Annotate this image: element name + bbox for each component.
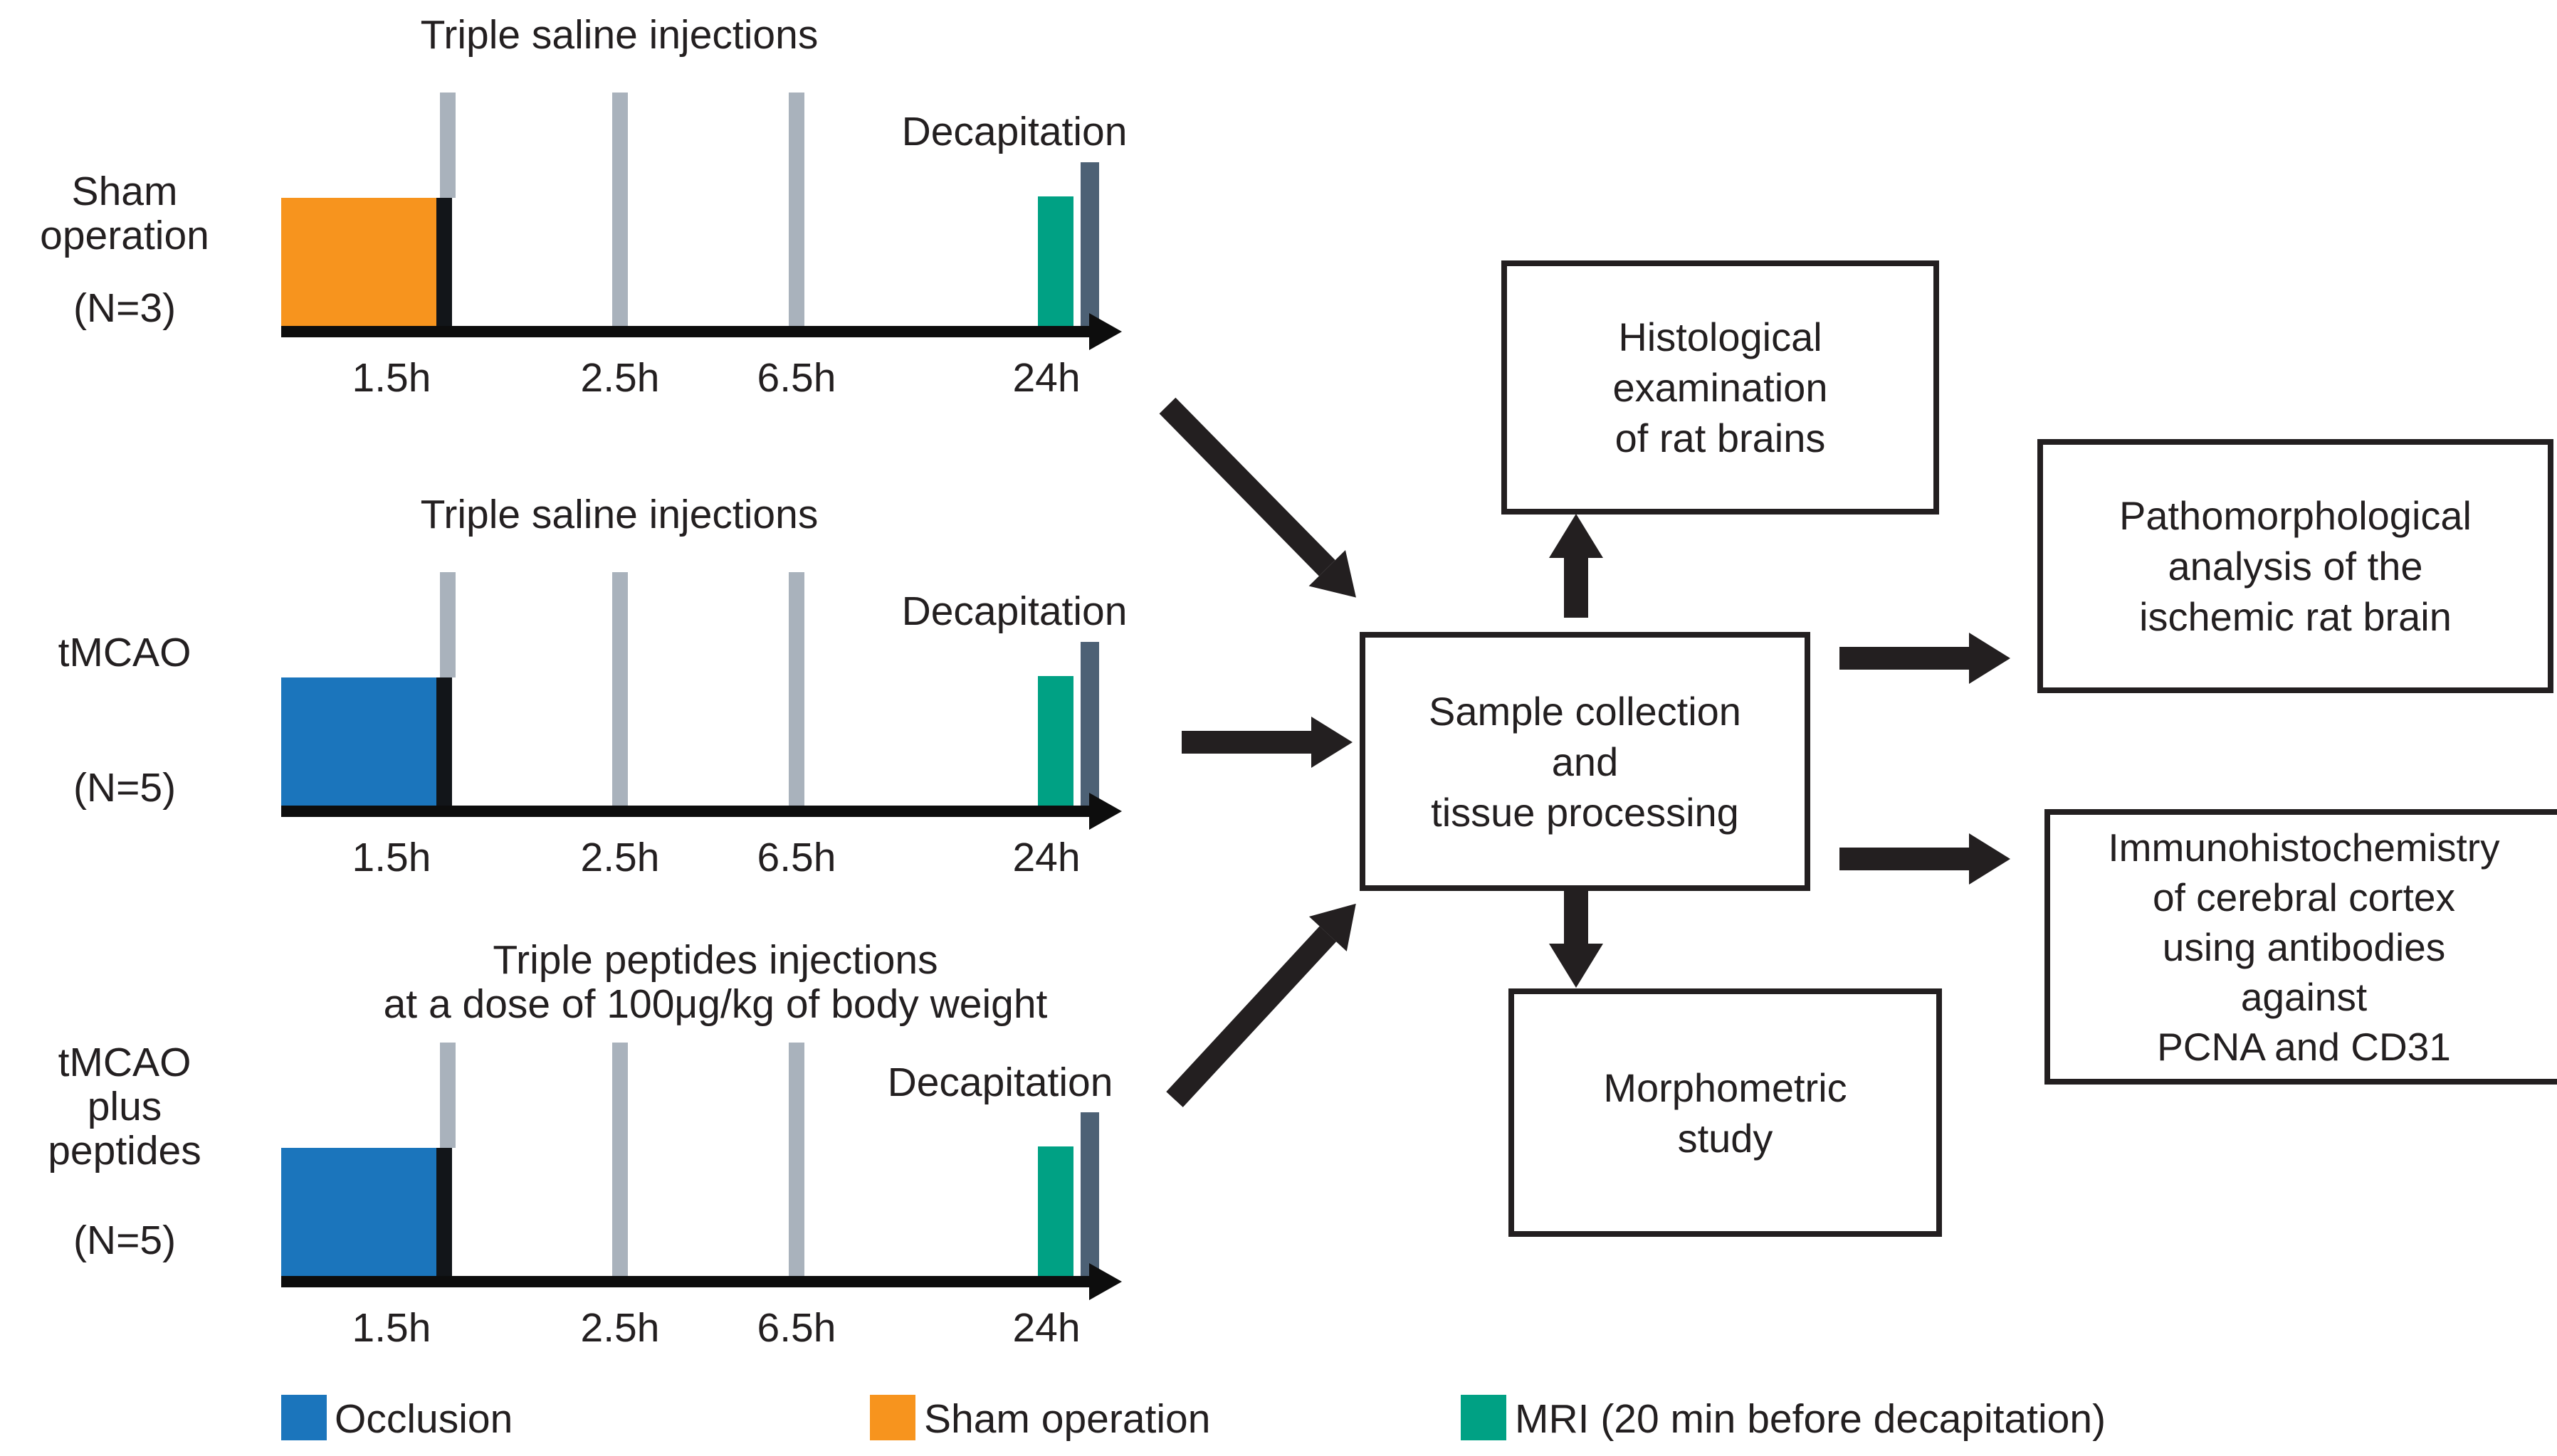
arrow-mid-icon — [1182, 717, 1353, 768]
block-edge — [436, 1148, 452, 1276]
timeline-arrowhead-icon — [1089, 1263, 1122, 1300]
tick-label: 24h — [1012, 835, 1081, 880]
timeline-arrowhead-icon — [1089, 313, 1122, 350]
legend-label: MRI (20 min before decapitation) — [1515, 1396, 2106, 1442]
occlusion-block — [281, 677, 438, 806]
group-label: tMCAO plus peptides — [48, 1040, 201, 1173]
row-title: Triple peptides injections at a dose of … — [383, 937, 1048, 1027]
arrow-diag-bottom-icon — [1156, 886, 1375, 1117]
timeline-arrowhead-icon — [1089, 793, 1122, 830]
injection-bar — [789, 93, 804, 326]
timeline-axis — [281, 806, 1091, 817]
injection-bar — [612, 572, 628, 806]
legend-swatch-occlusion — [281, 1395, 327, 1440]
tick-label: 2.5h — [580, 355, 660, 401]
decapitation-bar — [1081, 1112, 1099, 1286]
decapitation-label: Decapitation — [901, 589, 1128, 634]
sample-box: Sample collection and tissue processing — [1360, 632, 1810, 891]
decapitation-bar — [1081, 162, 1099, 336]
legend-label: Occlusion — [335, 1396, 513, 1442]
immunohistochemistry-box: Immunohistochemistry of cerebral cortex … — [2044, 809, 2557, 1085]
tick-label: 1.5h — [352, 835, 431, 880]
tick-label: 24h — [1012, 1305, 1081, 1351]
legend-swatch-mri — [1461, 1395, 1506, 1440]
arrow-right-top-icon — [1839, 633, 2010, 684]
injection-bar — [789, 1043, 804, 1276]
morphometric-box: Morphometric study — [1508, 988, 1942, 1237]
timeline-axis — [281, 1276, 1091, 1287]
n-label: (N=5) — [73, 1218, 177, 1263]
block-edge — [436, 198, 452, 326]
pathomorphology-box: Pathomorphological analysis of the ische… — [2037, 439, 2553, 693]
decapitation-label: Decapitation — [887, 1060, 1113, 1105]
row-title: Triple saline injections — [420, 12, 819, 58]
arrow-up-icon — [1549, 514, 1603, 618]
legend-swatch-sham — [870, 1395, 915, 1440]
timeline-axis — [281, 326, 1091, 337]
mri-bar — [1038, 196, 1073, 326]
decapitation-bar — [1081, 642, 1099, 816]
mri-bar — [1038, 1146, 1073, 1276]
mri-bar — [1038, 676, 1073, 806]
injection-bar — [789, 572, 804, 806]
injection-bar — [440, 93, 456, 198]
arrow-down-icon — [1549, 888, 1603, 988]
tick-label: 6.5h — [757, 355, 836, 401]
n-label: (N=3) — [73, 285, 177, 331]
group-label: Sham operation — [40, 169, 209, 258]
injection-bar — [440, 572, 456, 677]
tick-label: 1.5h — [352, 355, 431, 401]
decapitation-label: Decapitation — [901, 109, 1128, 154]
n-label: (N=5) — [73, 765, 177, 811]
arrow-right-bottom-icon — [1839, 833, 2010, 885]
histology-box: Histological examination of rat brains — [1501, 260, 1939, 515]
injection-bar — [440, 1043, 456, 1148]
group-label: tMCAO — [58, 630, 191, 675]
tick-label: 24h — [1012, 355, 1081, 401]
sham-block — [281, 198, 438, 326]
arrow-diag-top-icon — [1149, 388, 1375, 616]
tick-label: 2.5h — [580, 835, 660, 880]
tick-label: 2.5h — [580, 1305, 660, 1351]
occlusion-block — [281, 1148, 438, 1276]
injection-bar — [612, 93, 628, 326]
block-edge — [436, 677, 452, 806]
row-title: Triple saline injections — [420, 492, 819, 537]
tick-label: 6.5h — [757, 835, 836, 880]
tick-label: 1.5h — [352, 1305, 431, 1351]
injection-bar — [612, 1043, 628, 1276]
tick-label: 6.5h — [757, 1305, 836, 1351]
legend-label: Sham operation — [924, 1396, 1211, 1442]
